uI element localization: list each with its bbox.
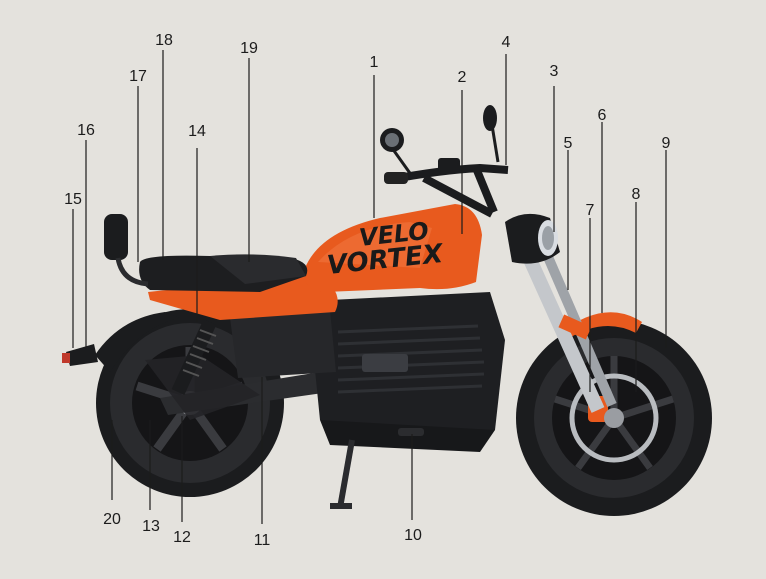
callout-19: 19 xyxy=(240,40,258,57)
callout-1: 1 xyxy=(370,54,379,71)
footpeg xyxy=(398,428,424,436)
callout-12: 12 xyxy=(173,529,191,546)
callout-9: 9 xyxy=(662,135,671,152)
headlight xyxy=(505,213,560,264)
seat xyxy=(139,254,308,292)
callout-11: 11 xyxy=(254,532,271,549)
front-wheel xyxy=(516,320,712,516)
callout-8: 8 xyxy=(632,186,641,203)
callout-6: 6 xyxy=(598,107,607,124)
callout-5: 5 xyxy=(564,135,573,152)
left-mirror xyxy=(380,128,414,177)
front-fender xyxy=(560,312,642,340)
instrument-display xyxy=(438,158,460,172)
callout-17: 17 xyxy=(129,68,147,85)
callout-20: 20 xyxy=(103,511,121,528)
right-mirror xyxy=(483,105,500,163)
callout-numbers: 1 2 3 4 5 6 7 8 9 10 11 12 13 14 15 16 1… xyxy=(64,32,670,549)
rear-shock xyxy=(171,319,217,395)
battery-pack xyxy=(312,292,505,452)
callout-4: 4 xyxy=(502,34,511,51)
callout-15: 15 xyxy=(64,191,82,208)
leader-lines xyxy=(72,50,667,524)
side-stand xyxy=(337,439,355,509)
tail-light xyxy=(66,344,98,366)
fuel-tank: VELO VORTEX xyxy=(304,204,482,292)
backrest xyxy=(104,214,149,287)
side-panel xyxy=(148,274,338,320)
callout-14: 14 xyxy=(188,123,206,140)
callout-13: 13 xyxy=(142,518,160,535)
rear-fender xyxy=(95,312,180,372)
motor-housing xyxy=(230,310,336,378)
callout-2: 2 xyxy=(458,69,467,86)
callout-7: 7 xyxy=(586,202,595,219)
callout-10: 10 xyxy=(404,527,422,544)
callout-3: 3 xyxy=(550,63,559,80)
front-fork xyxy=(521,248,617,413)
callout-18: 18 xyxy=(155,32,173,49)
brake-disc xyxy=(569,373,659,463)
callout-16: 16 xyxy=(77,122,95,139)
center-badge xyxy=(362,354,408,372)
